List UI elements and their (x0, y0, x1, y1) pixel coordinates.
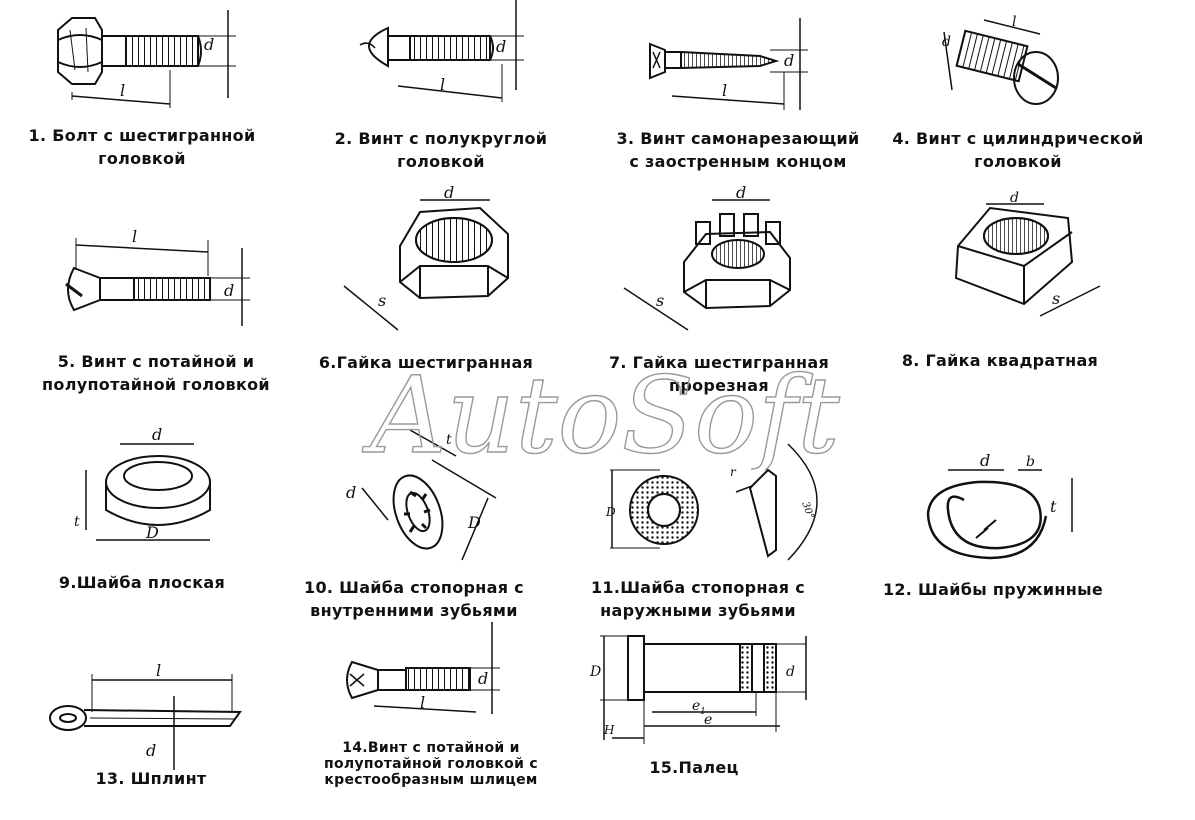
dim-t-label: t (1050, 497, 1057, 516)
caption-12: 12. Шайбы пружинные (878, 578, 1108, 601)
dim-d-label: d (980, 451, 990, 470)
caption-line: 14.Винт с потайной и (342, 740, 520, 756)
dim-t-label: t (446, 432, 452, 448)
dim-d-label: d (736, 183, 746, 202)
dim-d-label: d (224, 281, 234, 300)
caption-line: головкой (98, 149, 186, 168)
dim-H-label: H (603, 723, 615, 737)
caption-line: 10. Шайба стопорная с (304, 578, 524, 597)
caption-4: 4. Винт с цилиндрической головкой (886, 127, 1150, 173)
dim-D-label: D (145, 523, 159, 542)
castle-nut-drawing: d s (623, 183, 791, 331)
caption-1: 1. Болт с шестигранной головкой (22, 124, 262, 170)
caption-5: 5. Винт с потайной и полупотайной головк… (30, 350, 282, 396)
countersunk-screw-drawing: d l (65, 227, 250, 326)
caption-9: 9.Шайба плоская (54, 571, 230, 594)
dim-l-label: l (1012, 14, 1016, 30)
dim-d-label: d (152, 425, 162, 444)
dim-d-label: d (478, 669, 488, 688)
external-tooth-washer-drawing: D r 30° (605, 443, 818, 561)
caption-line: прорезная (669, 376, 769, 395)
dim-d-label: d (146, 741, 156, 760)
caption-line: внутренними зубьями (310, 601, 518, 620)
caption-line: 9.Шайба плоская (58, 573, 226, 592)
watermark-text: AutoSoft (361, 360, 840, 470)
caption-11: 11.Шайба стопорная с наружными зубьями (578, 576, 818, 622)
internal-tooth-washer-drawing: d D t (346, 429, 497, 561)
caption-line: 2. Винт с полукруглой (334, 129, 548, 148)
caption-7: 7. Гайка шестигранная прорезная (604, 351, 834, 397)
dim-r-label: r (730, 465, 737, 479)
caption-14: 14.Винт с потайной и полупотайной головк… (306, 740, 556, 788)
caption-line: полупотайной головкой (42, 375, 270, 394)
hex-bolt-drawing: d l (57, 10, 236, 108)
caption-line: 7. Гайка шестигранная (608, 353, 830, 372)
caption-line: 5. Винт с потайной и (57, 352, 255, 371)
dim-e1-label: e (692, 698, 700, 714)
dim-t-label: t (74, 514, 80, 530)
dim-l-label: l (420, 693, 425, 712)
dim-D-label: D (589, 664, 601, 680)
hex-nut-drawing: d s (343, 183, 509, 331)
dim-s-label: s (656, 291, 664, 310)
dim-d-label: d (346, 483, 356, 502)
caption-6: 6.Гайка шестигранная (316, 351, 536, 374)
caption-line: 15.Палец (649, 758, 739, 777)
dim-d-label: d (444, 183, 454, 202)
dim-D-label: D (605, 505, 616, 519)
pin-drawing: D d e 1 e H (589, 635, 807, 744)
self-tapping-screw-drawing: d l (649, 18, 808, 110)
dim-b-label: b (1026, 454, 1035, 470)
dim-d-label: d (784, 51, 794, 70)
cylinder-head-screw-drawing: d l (942, 14, 1059, 105)
caption-line: 6.Гайка шестигранная (318, 353, 534, 372)
dim-l-label: l (722, 81, 727, 100)
caption-15: 15.Палец (634, 756, 754, 779)
round-head-screw-drawing: d l (359, 0, 524, 102)
caption-3: 3. Винт самонарезающий с заостренным кон… (604, 127, 872, 173)
caption-line: 12. Шайбы пружинные (882, 580, 1104, 599)
cotter-pin-drawing: l d (49, 661, 242, 770)
dim-l-label: l (440, 75, 445, 94)
dim-d-label: d (496, 37, 506, 56)
dim-d-label: d (204, 35, 214, 54)
caption-line: головкой (974, 152, 1062, 171)
dim-e1-sub-label: 1 (700, 707, 706, 717)
caption-line: полупотайной головкой с (324, 756, 538, 772)
watermark: AutoSoft (361, 360, 841, 470)
caption-line: 3. Винт самонарезающий (616, 129, 860, 148)
caption-line: крестообразным шлицем (324, 772, 538, 788)
caption-13: 13. Шплинт (86, 767, 216, 790)
caption-line: 4. Винт с цилиндрической (892, 129, 1144, 148)
square-nut-drawing: d s (954, 190, 1101, 317)
dim-e-label: e (704, 712, 712, 728)
cross-recess-screw-drawing: d l (346, 622, 500, 714)
caption-line: 1. Болт с шестигранной (28, 126, 256, 145)
caption-10: 10. Шайба стопорная с внутренними зубьям… (296, 576, 532, 622)
caption-line: наружными зубьями (600, 601, 796, 620)
dim-D-label: D (467, 513, 481, 532)
caption-line: 11.Шайба стопорная с (590, 578, 806, 597)
dim-d-label: d (1010, 190, 1019, 206)
dim-angle-label: 30° (799, 500, 815, 520)
dim-l-label: l (156, 661, 161, 680)
dim-s-label: s (1052, 289, 1060, 308)
flat-washer-drawing: d D t (74, 425, 211, 542)
dim-l-label: l (132, 227, 137, 246)
dim-d-label: d (942, 34, 951, 50)
caption-line: головкой (397, 152, 485, 171)
caption-8: 8. Гайка квадратная (898, 349, 1102, 372)
caption-line: 8. Гайка квадратная (901, 351, 1099, 370)
caption-line: 13. Шплинт (95, 769, 207, 788)
dim-l-label: l (120, 81, 125, 100)
caption-2: 2. Винт с полукруглой головкой (326, 127, 556, 173)
spring-washer-drawing: d b t (926, 451, 1073, 560)
caption-line: с заостренным концом (629, 152, 847, 171)
dim-s-label: s (378, 291, 386, 310)
dim-d-label: d (786, 664, 795, 680)
